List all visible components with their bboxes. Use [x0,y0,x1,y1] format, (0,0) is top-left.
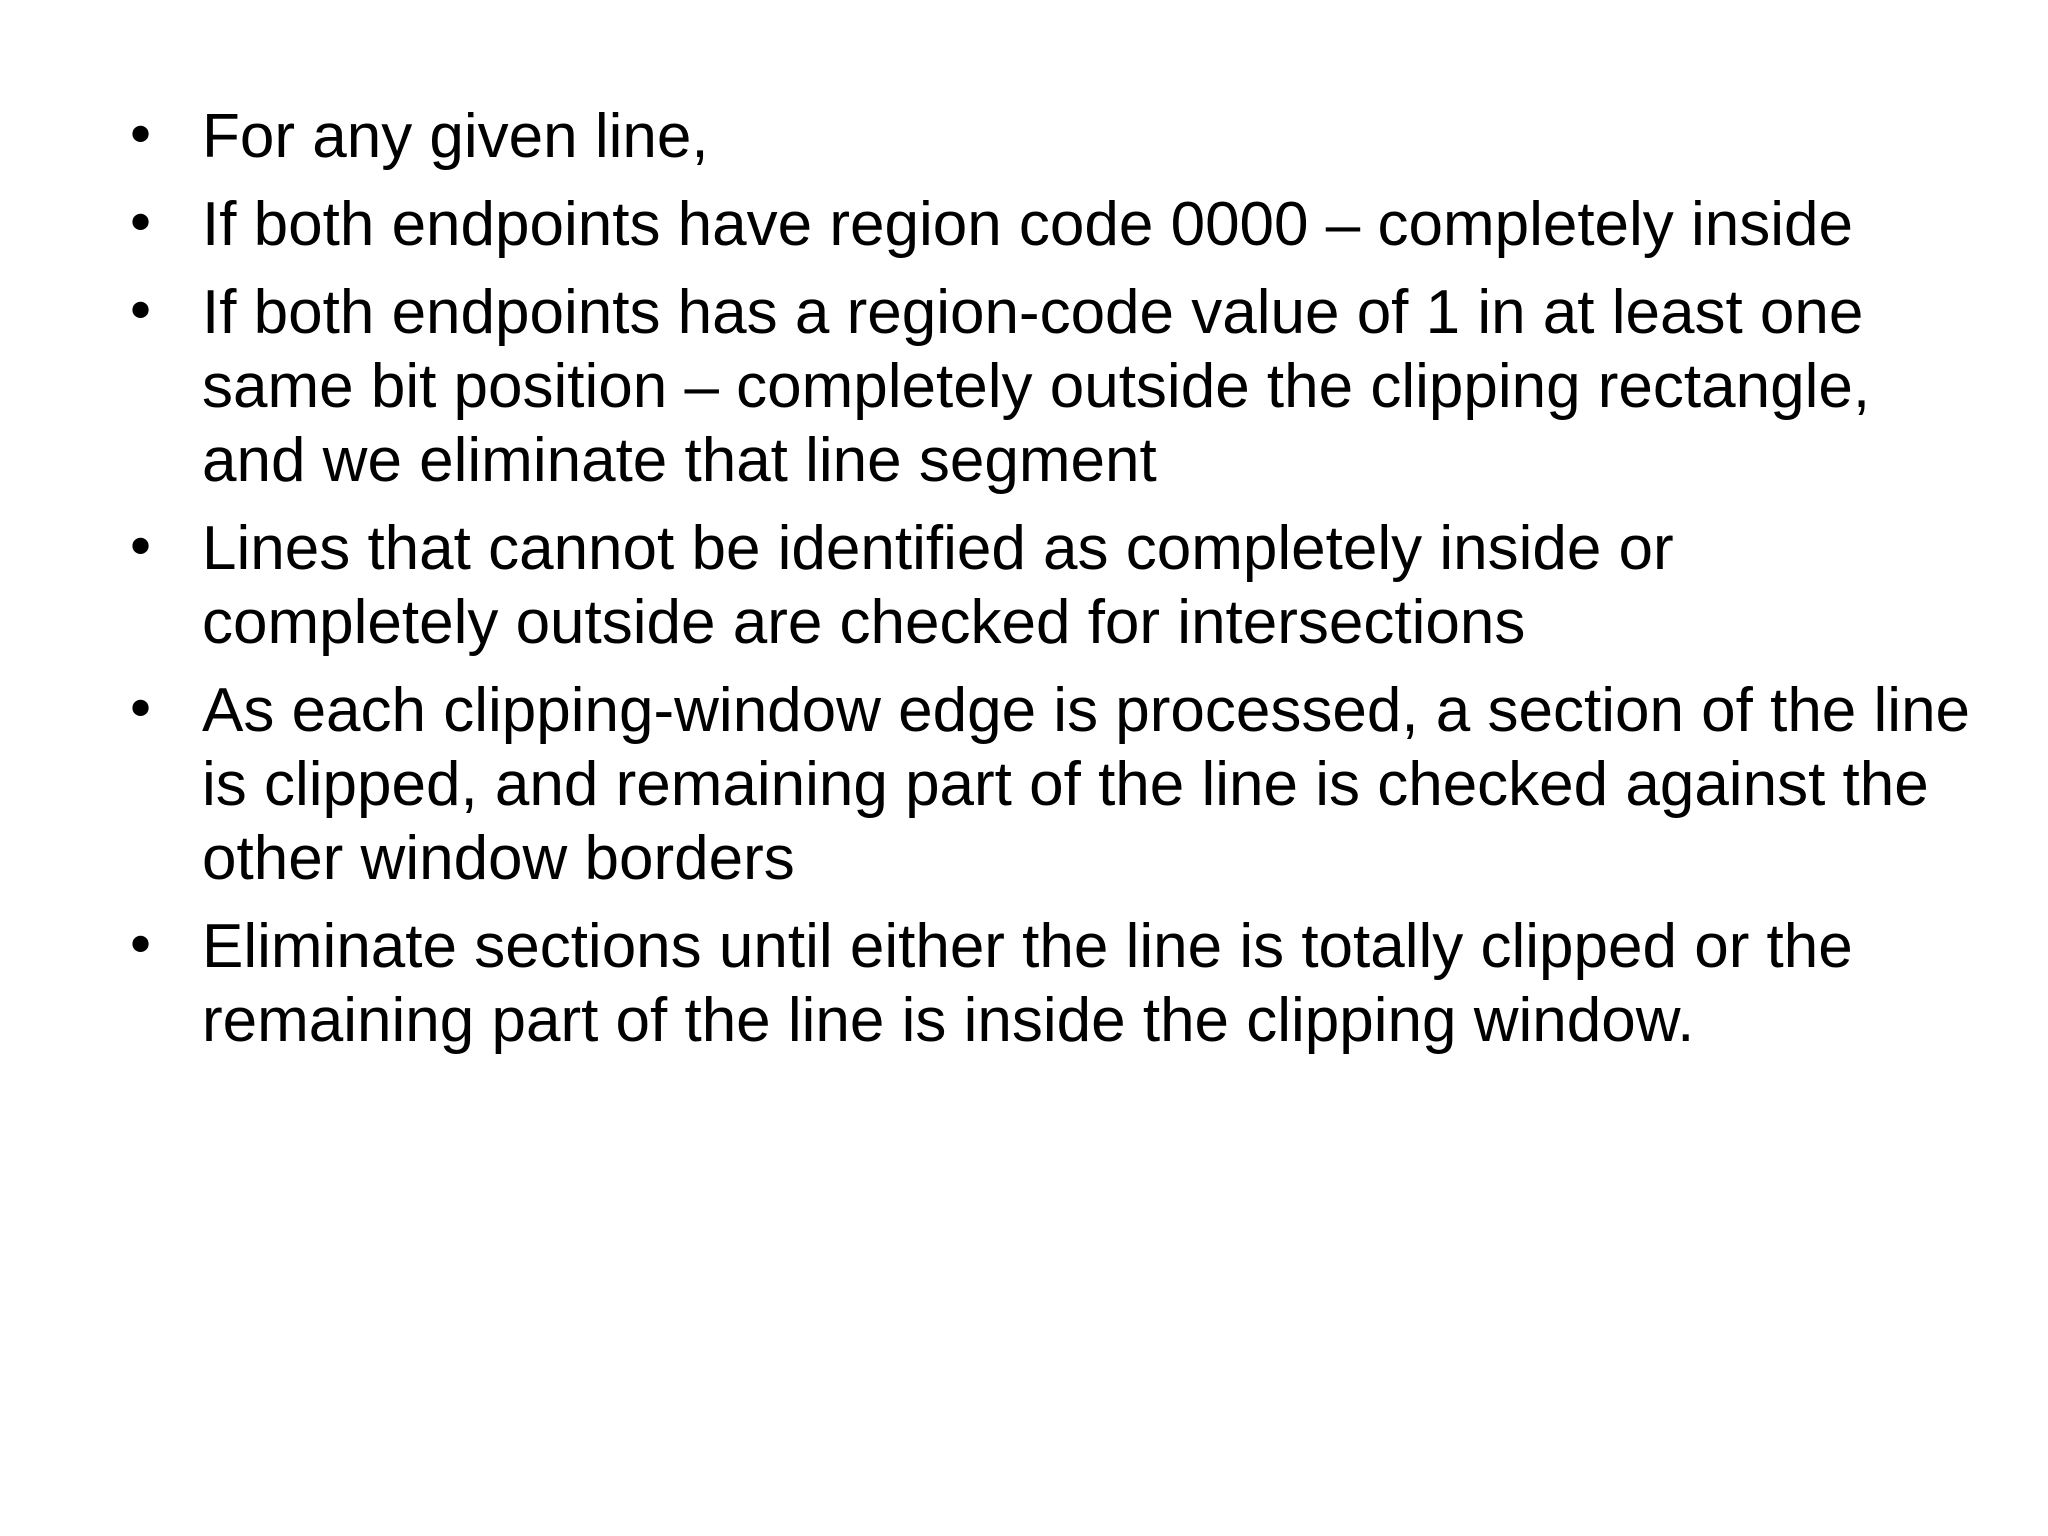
bullet-text: If both endpoints has a region-code valu… [202,278,1871,495]
bullet-dot-icon: • [124,678,158,743]
bullet-dot-icon: • [124,104,158,169]
bullet-item: • If both endpoints has a region-code va… [118,276,1978,498]
bullet-text: Eliminate sections until either the line… [202,912,1853,1055]
bullet-text: Lines that cannot be identified as compl… [202,514,1674,657]
bullet-text: For any given line, [202,102,709,171]
bullet-item: • Eliminate sections until either the li… [118,910,1978,1058]
bullet-dot-icon: • [124,192,158,257]
bullet-list: • For any given line, • If both endpoint… [118,100,1978,1072]
bullet-dot-icon: • [124,914,158,979]
bullet-item: • Lines that cannot be identified as com… [118,512,1978,660]
bullet-text: If both endpoints have region code 0000 … [202,190,1854,259]
bullet-dot-icon: • [124,516,158,581]
bullet-item: • For any given line, [118,100,1978,174]
bullet-item: • If both endpoints have region code 000… [118,188,1978,262]
bullet-item: • As each clipping-window edge is proces… [118,674,1978,896]
bullet-dot-icon: • [124,280,158,345]
bullet-text: As each clipping-window edge is processe… [202,676,1971,893]
